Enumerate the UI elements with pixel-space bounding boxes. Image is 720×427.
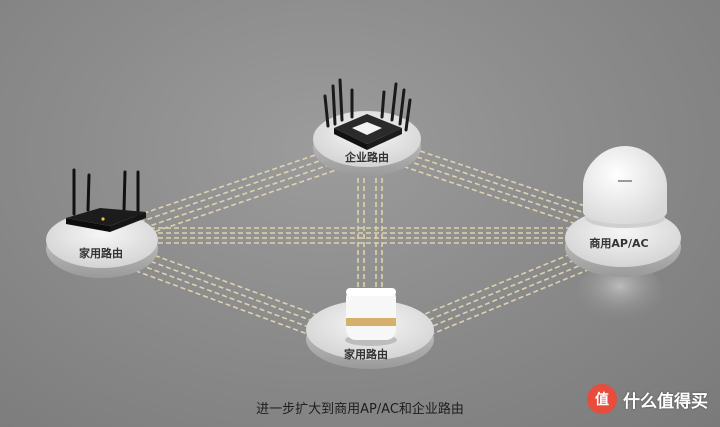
home-router-left-label: 家用路由 [79, 247, 123, 260]
watermark: 值 什么值得买 [587, 384, 708, 414]
enterprise-router-icon [323, 78, 412, 150]
home-router-bottom-label: 家用路由 [344, 348, 388, 361]
commercial-ap-label: 商用AP/AC [589, 237, 649, 250]
enterprise-router-label: 企业路由 [345, 151, 389, 164]
mesh-router-icon [345, 288, 397, 346]
commercial-ap-node [565, 146, 681, 322]
enterprise-router-node [313, 78, 421, 176]
home-router-left-icon [66, 168, 146, 232]
ceiling-ap-icon [583, 146, 667, 228]
smzdm-logo-icon: 值 [587, 384, 617, 414]
caption-text: 进一步扩大到商用AP/AC和企业路由 [256, 402, 464, 417]
watermark-text: 什么值得买 [623, 391, 708, 412]
home-router-bottom-node [306, 288, 434, 369]
home-router-left-node [46, 168, 158, 278]
